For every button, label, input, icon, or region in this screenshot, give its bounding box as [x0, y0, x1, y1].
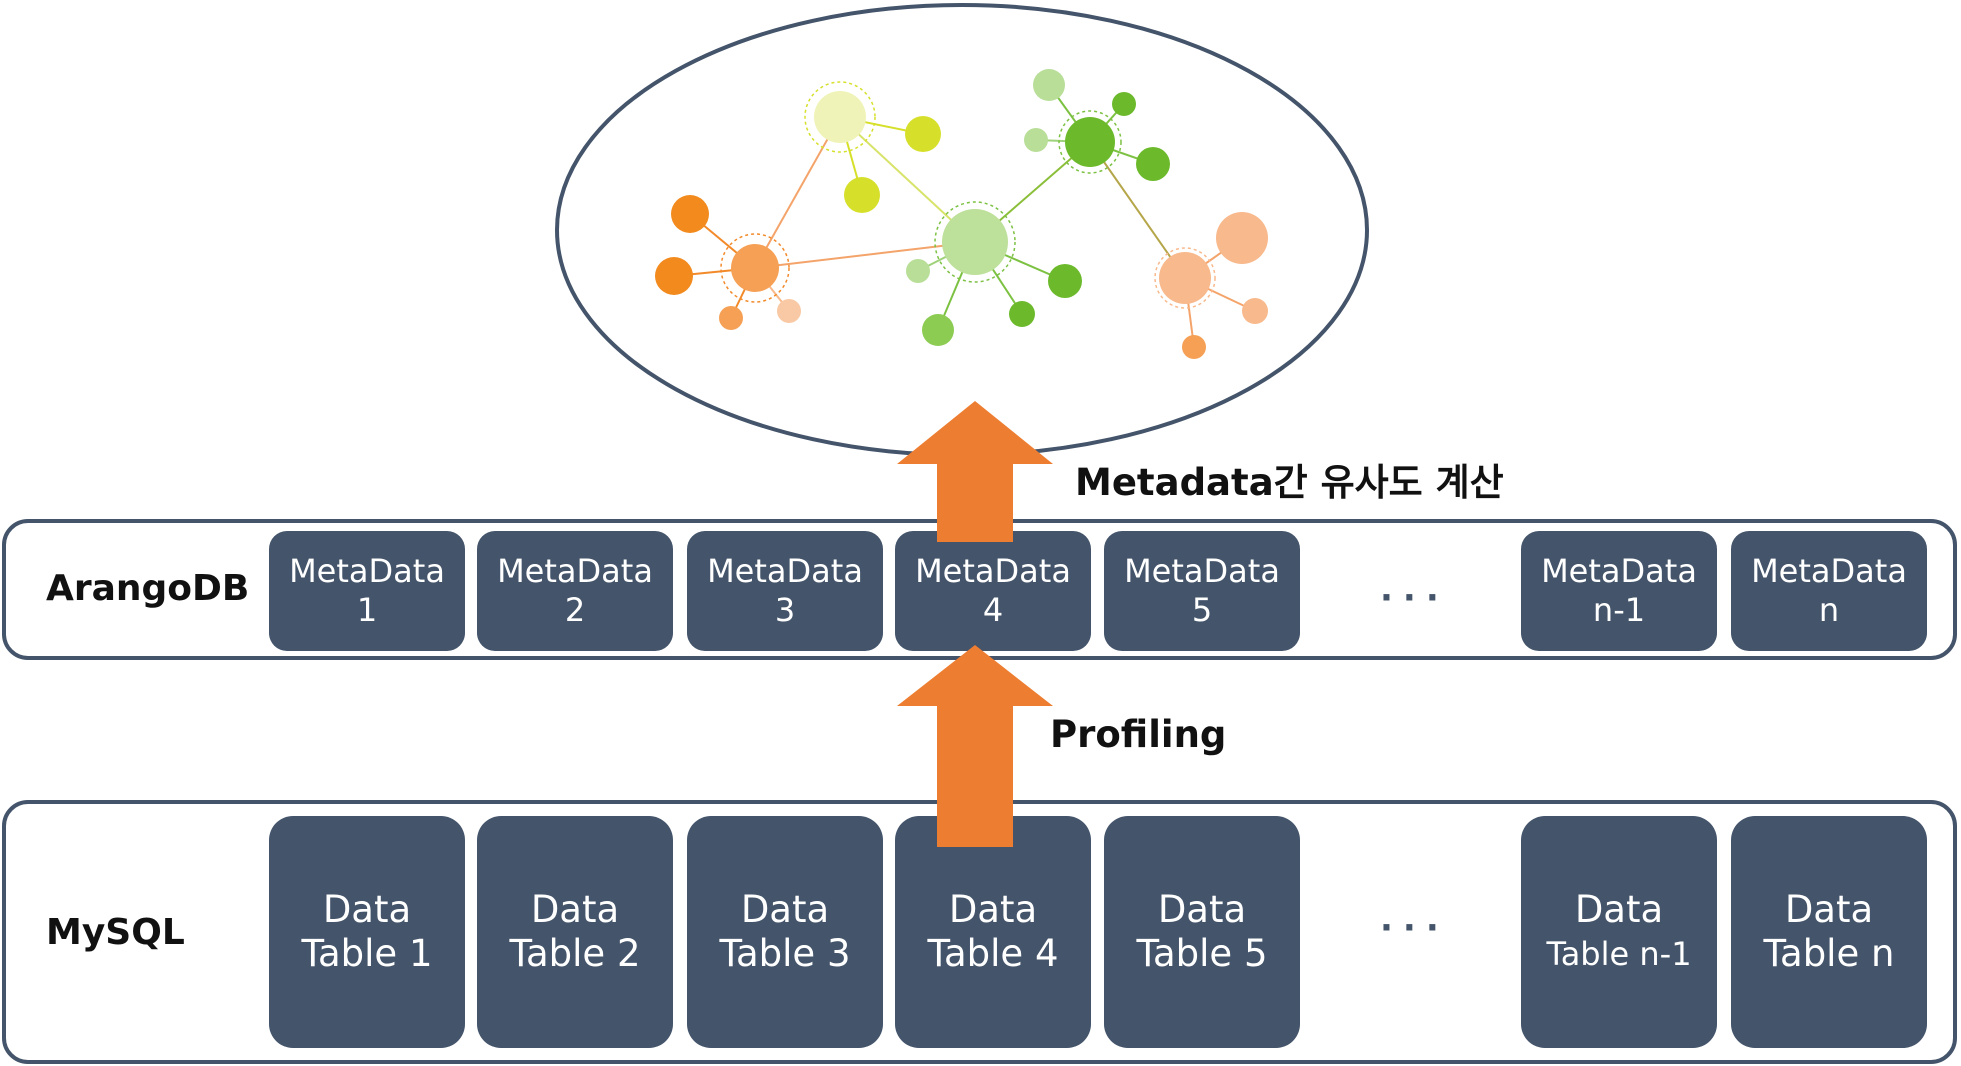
- data-table-title: Data: [740, 888, 830, 931]
- graph-nodes: [655, 69, 1268, 359]
- metadata-box-title: MetaData: [289, 552, 445, 590]
- arangodb-ellipsis: ···: [1380, 578, 1449, 618]
- metadata-box: MetaData 5: [1104, 531, 1300, 651]
- data-table-name: Table 3: [719, 932, 851, 975]
- data-table-title: Data: [1574, 888, 1664, 931]
- metadata-box-title: MetaData: [497, 552, 653, 590]
- data-table-title: Data: [1157, 888, 1247, 931]
- graph-node: [1159, 252, 1211, 304]
- graph-node: [844, 177, 880, 213]
- data-table-name: Table n-1: [1546, 935, 1692, 973]
- graph-node: [1009, 301, 1035, 327]
- data-table-box: Data Table 5: [1104, 816, 1300, 1048]
- graph-node: [719, 306, 743, 330]
- graph-node: [777, 299, 801, 323]
- graph-node: [814, 91, 866, 143]
- data-table-name: Table 1: [301, 932, 433, 975]
- graph-node: [942, 209, 1008, 275]
- graph-node: [655, 257, 693, 295]
- graph-node: [671, 195, 709, 233]
- metadata-box-index: 3: [774, 591, 796, 629]
- arangodb-label: ArangoDB: [46, 568, 250, 609]
- metadata-box-title: MetaData: [1124, 552, 1280, 590]
- similarity-label: Metadata간 유사도 계산: [1075, 461, 1504, 504]
- data-table-box: Data Table 1: [269, 816, 465, 1048]
- graph-node: [1112, 92, 1136, 116]
- data-table-title: Data: [948, 888, 1038, 931]
- metadata-box-title: MetaData: [707, 552, 863, 590]
- metadata-box-title: MetaData: [915, 552, 1071, 590]
- graph-node: [731, 244, 779, 292]
- hub-rings: [720, 81, 1216, 309]
- mysql-label: MySQL: [46, 912, 185, 953]
- data-table-title: Data: [322, 888, 412, 931]
- metadata-box: MetaData n: [1731, 531, 1927, 651]
- data-table-name: Table 5: [1136, 932, 1268, 975]
- graph-node: [905, 116, 941, 152]
- graph-node: [1182, 335, 1206, 359]
- metadata-box-index: 2: [564, 591, 586, 629]
- data-table-name: Table n: [1763, 932, 1895, 975]
- data-table-box: Data Table 3: [687, 816, 883, 1048]
- metadata-box-title: MetaData: [1541, 552, 1697, 590]
- metadata-box: MetaData 2: [477, 531, 673, 651]
- metadata-box-title: MetaData: [1751, 552, 1907, 590]
- graph-node: [1024, 128, 1048, 152]
- data-table-name: Table 2: [509, 932, 641, 975]
- metadata-box-index: n-1: [1592, 591, 1646, 629]
- mysql-ellipsis: ···: [1380, 908, 1449, 948]
- data-table-title: Data: [530, 888, 620, 931]
- metadata-box: MetaData 3: [687, 531, 883, 651]
- graph-node: [922, 314, 954, 346]
- profiling-label: Profiling: [1050, 713, 1227, 756]
- graph-node: [1065, 117, 1115, 167]
- data-table-title: Data: [1784, 888, 1874, 931]
- data-table-box: Data Table n-1: [1521, 816, 1717, 1048]
- graph-node: [1242, 298, 1268, 324]
- metadata-box-index: 4: [982, 591, 1004, 629]
- metadata-box: MetaData 1: [269, 531, 465, 651]
- graph-node: [1048, 264, 1082, 298]
- data-table-box: Data Table n: [1731, 816, 1927, 1048]
- metadata-box-index: 5: [1191, 591, 1213, 629]
- graph-node: [1216, 212, 1268, 264]
- metadata-box-index: n: [1818, 591, 1840, 629]
- metadata-box: MetaData 4: [895, 531, 1091, 651]
- data-table-name: Table 4: [927, 932, 1059, 975]
- metadata-box-index: 1: [356, 591, 378, 629]
- data-table-box: Data Table 4: [895, 816, 1091, 1048]
- data-table-box: Data Table 2: [477, 816, 673, 1048]
- graph-node: [906, 259, 930, 283]
- metadata-box: MetaData n-1: [1521, 531, 1717, 651]
- graph-node: [1136, 147, 1170, 181]
- graph-node: [1033, 69, 1065, 101]
